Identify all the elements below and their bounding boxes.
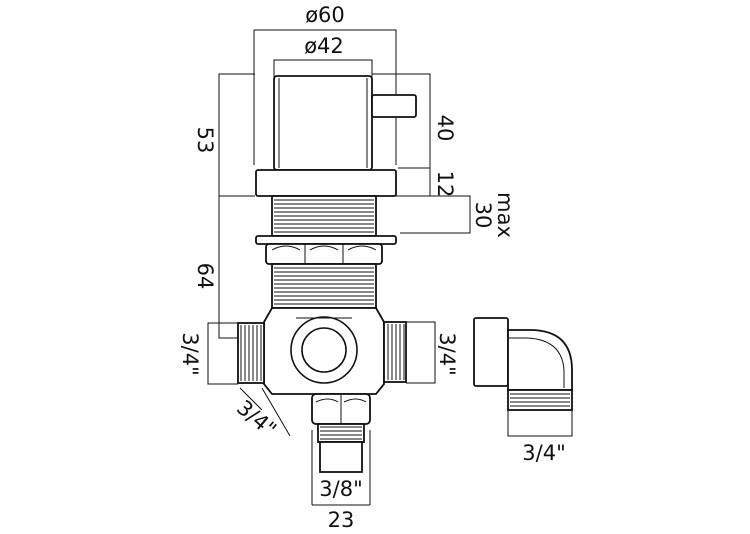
upper-thread <box>271 195 377 237</box>
dim-elbow: 3/4" <box>522 441 565 465</box>
dim-port-right: 3/4" <box>435 332 459 375</box>
handle-lever <box>371 94 417 118</box>
dim-port-left: 3/4" <box>178 332 202 375</box>
dim-height-40: 40 <box>433 115 457 142</box>
dim-max-value: 30 <box>471 202 495 229</box>
dim-diameter-60: ø60 <box>305 3 345 27</box>
elbow-fitting <box>473 317 573 411</box>
dimension-lines <box>207 29 573 506</box>
hex-nut <box>265 243 383 265</box>
bottom-hex-nut <box>311 393 371 425</box>
lock-washer <box>255 235 397 245</box>
dim-diameter-42: ø42 <box>304 34 344 58</box>
flange-plate <box>255 169 397 197</box>
handle-knob <box>273 75 373 171</box>
left-port <box>237 322 265 384</box>
dim-port-bottom: 3/8" <box>319 477 362 501</box>
dim-height-53: 53 <box>193 127 217 154</box>
dimension-labels: ø60 ø42 53 40 12 max 30 64 3/4" 3/4" 3/4… <box>178 3 566 532</box>
dim-height-64: 64 <box>193 263 217 290</box>
lower-thread <box>271 263 377 309</box>
valve-body <box>263 307 385 395</box>
dim-port-diagonal: 3/4" <box>232 395 281 441</box>
dim-height-12: 12 <box>433 171 457 198</box>
dim-width-23: 23 <box>328 508 355 532</box>
bottom-nipple <box>317 423 365 473</box>
dim-max-label: max <box>493 192 517 238</box>
right-port <box>383 321 407 383</box>
